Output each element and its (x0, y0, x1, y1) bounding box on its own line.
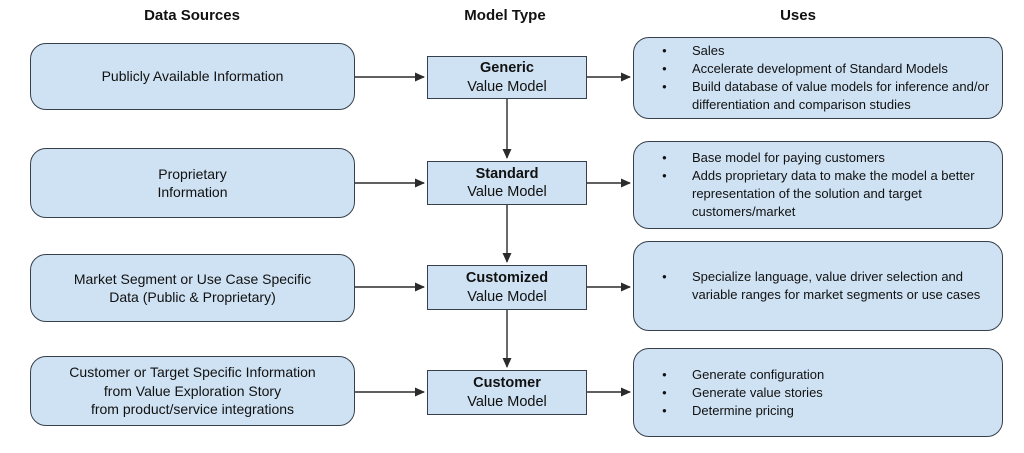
model-box-generic: Generic Value Model (427, 56, 587, 99)
list-item: ●Adds proprietary data to make the model… (658, 167, 990, 221)
bullet-icon: ● (662, 46, 667, 55)
model-box-standard: Standard Value Model (427, 161, 587, 205)
source-box-publicly-available: Publicly Available Information (30, 43, 355, 110)
bullet-icon: ● (662, 405, 667, 415)
model-subtitle: Value Model (467, 288, 547, 305)
source-box-proprietary: Proprietary Information (30, 148, 355, 218)
column-header-data-sources: Data Sources (144, 7, 240, 24)
uses-box-customer: ●Generate configuration ●Generate value … (633, 348, 1003, 437)
model-box-customer: Customer Value Model (427, 370, 587, 415)
bullet-icon: ● (662, 369, 667, 379)
list-item: ●Base model for paying customers (658, 149, 990, 167)
list-item: ●Determine pricing (658, 402, 990, 420)
uses-box-customized: ●Specialize language, value driver selec… (633, 241, 1003, 331)
model-name: Customized (465, 270, 549, 287)
bullet-icon: ● (662, 64, 667, 73)
list-item: ●Sales (658, 42, 990, 60)
uses-box-generic: ●Sales ●Accelerate development of Standa… (633, 37, 1003, 119)
model-name: Generic (480, 60, 534, 77)
bullet-icon: ● (662, 171, 667, 180)
list-item: ●Generate configuration (658, 366, 990, 384)
list-item: ●Accelerate development of Standard Mode… (658, 60, 990, 78)
list-item: ●Build database of value models for infe… (658, 78, 990, 114)
model-subtitle: Value Model (467, 78, 547, 95)
model-subtitle: Value Model (467, 393, 547, 410)
uses-box-standard: ●Base model for paying customers ●Adds p… (633, 141, 1003, 229)
uses-list: ●Base model for paying customers ●Adds p… (658, 149, 990, 221)
bullet-icon: ● (662, 82, 667, 91)
column-header-uses: Uses (780, 7, 816, 24)
source-box-customer-specific: Customer or Target Specific Information … (30, 356, 355, 426)
model-name: Customer (473, 375, 541, 392)
model-name: Standard (475, 165, 539, 182)
model-box-customized: Customized Value Model (427, 265, 587, 310)
uses-list: ●Sales ●Accelerate development of Standa… (658, 42, 990, 114)
list-item: ●Generate value stories (658, 384, 990, 402)
bullet-icon: ● (662, 153, 667, 162)
column-header-model-type: Model Type (464, 7, 546, 24)
uses-list: ●Generate configuration ●Generate value … (658, 366, 990, 420)
uses-list: ●Specialize language, value driver selec… (658, 268, 990, 304)
list-item: ●Specialize language, value driver selec… (658, 268, 990, 304)
bullet-icon: ● (662, 272, 667, 281)
source-box-market-segment: Market Segment or Use Case Specific Data… (30, 254, 355, 322)
bullet-icon: ● (662, 387, 667, 397)
model-subtitle: Value Model (467, 184, 547, 200)
